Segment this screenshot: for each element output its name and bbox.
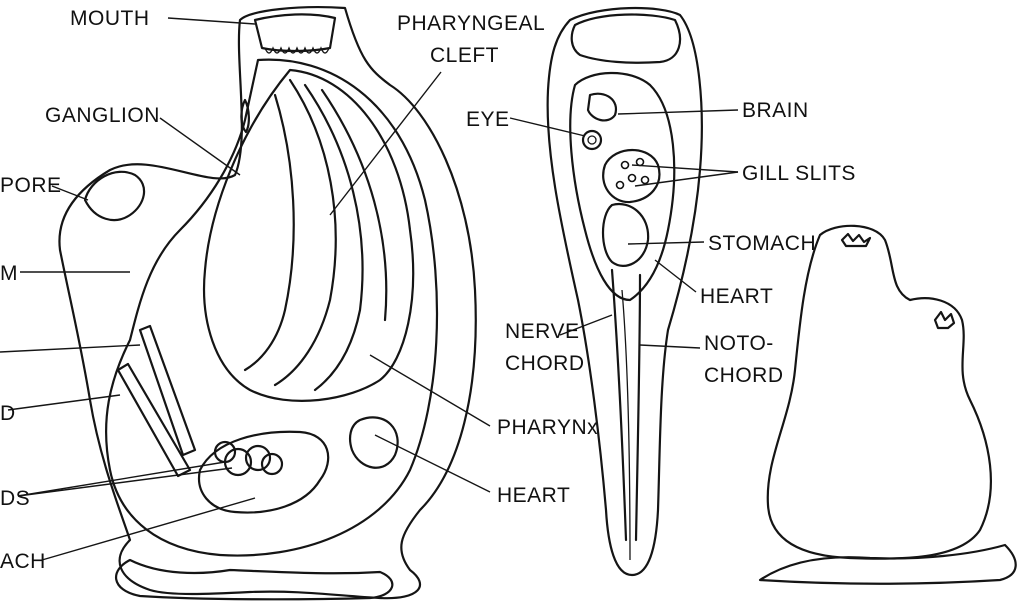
label-noto-chord: CHORD [704, 364, 784, 387]
adult-tunic-outline [58, 6, 477, 600]
larva-tail-inner [621, 289, 631, 561]
label-ach: ACH [0, 550, 46, 573]
adult-base [114, 558, 394, 601]
label-gill-slits: GILL SLITS [742, 162, 856, 185]
external-body [766, 224, 992, 560]
pharynx-basket [203, 68, 415, 402]
labels-layer: MOUTH PHARYNGEAL CLEFT GANGLION PORE M D… [0, 7, 856, 573]
pharyngeal-bars [243, 78, 388, 392]
adult-tunicate-drawing [58, 6, 477, 601]
label-heart-left: HEART [497, 484, 570, 507]
label-d: D [0, 402, 16, 425]
label-pharynx: PHARYNx [497, 416, 598, 439]
oral-siphon [253, 13, 337, 53]
larva-notochord [634, 273, 642, 542]
gill-slit-holes [615, 157, 650, 190]
external-base [758, 543, 1017, 585]
label-m: M [0, 262, 18, 285]
duct-tube-2 [116, 362, 192, 478]
duct-tube-1 [138, 324, 197, 457]
label-noto: NOTO- [704, 332, 774, 355]
larva-pharynx-sac [602, 149, 661, 204]
oral-tentacles [264, 46, 330, 54]
external-siphon-side [933, 310, 956, 330]
larva-eye [581, 129, 603, 151]
label-mouth: MOUTH [70, 7, 150, 30]
label-pore: PORE [0, 174, 62, 197]
larva-inner-cavity [569, 71, 676, 302]
label-eye: EYE [466, 108, 510, 131]
label-brain: BRAIN [742, 99, 809, 122]
label-stomach: STOMACH [708, 232, 816, 255]
external-tunicate-drawing [758, 224, 1017, 585]
larva-drawing [546, 6, 703, 577]
label-ganglion: GANGLION [45, 104, 160, 127]
larva-outline [546, 6, 703, 577]
label-heart-right: HEART [700, 285, 773, 308]
inner-body-wall [104, 58, 439, 557]
label-nerve: NERVE [505, 320, 579, 343]
atrial-siphon [83, 170, 146, 222]
heart-organ [349, 416, 399, 469]
stomach-organ [197, 430, 330, 514]
larva-brain [586, 92, 618, 122]
label-pharyngeal: PHARYNGEAL [397, 12, 545, 35]
gonads [213, 440, 284, 477]
label-nerve-chord: CHORD [505, 352, 585, 375]
leader-lines [0, 17, 739, 561]
larva-nerve-cord [610, 268, 628, 542]
larva-stomach [602, 202, 650, 267]
label-ds: DS [0, 487, 30, 510]
external-siphon-top [840, 232, 872, 248]
label-cleft: CLEFT [430, 44, 499, 67]
ganglion-node [240, 98, 250, 134]
larva-head-cap [570, 13, 682, 64]
